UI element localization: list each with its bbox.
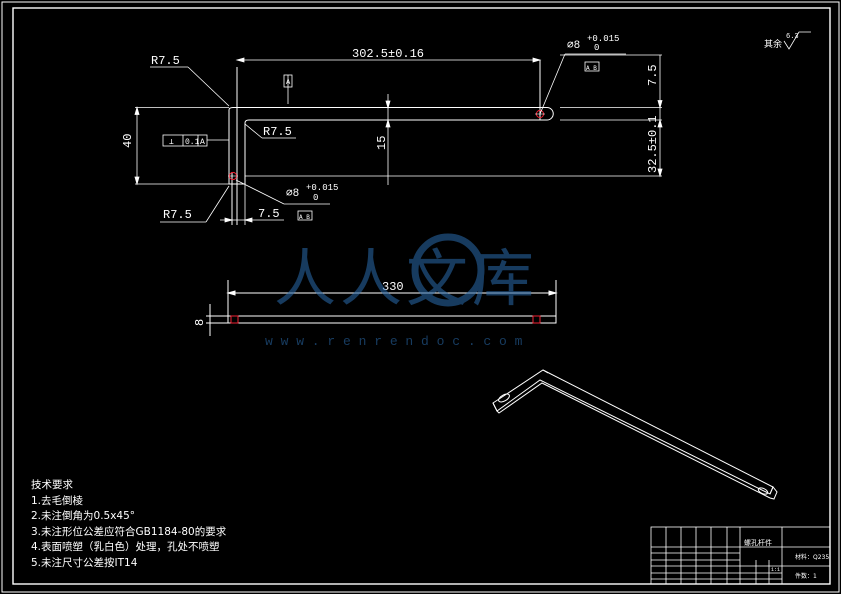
title-scale: 1:1 <box>771 567 780 573</box>
inner-frame <box>12 7 831 585</box>
dim-radius-mid: R7.5 <box>263 125 292 139</box>
dimension-texts: 302.5±0.16 R7.5 R7.5 R7.5 7.5 A ⌀8 +0.01… <box>121 34 660 222</box>
technical-requirements: 技术要求 1.去毛倒棱 2.未注倒角为0.5x45° 3.未注形位公差应符合GB… <box>31 478 226 572</box>
tech-req-item: 1.去毛倒棱 <box>31 494 84 507</box>
dim-flat-length: 330 <box>382 280 404 294</box>
tech-req-title: 技术要求 <box>31 479 73 491</box>
main-view <box>228 60 554 225</box>
dim-hole-left: ⌀8 <box>286 188 299 200</box>
dim-32-5-right: 32.5±0.1 <box>646 115 660 173</box>
dim-thickness: 8 <box>193 319 207 326</box>
surface-finish-label: 其余 <box>764 38 782 50</box>
flat-view <box>206 280 558 336</box>
datum-b-letter: A <box>286 79 291 87</box>
tech-req-item: 4.表面喷塑（乳白色）处理，孔处不喷塑 <box>31 541 220 554</box>
hole-tol-upper-right: +0.015 <box>587 34 619 44</box>
tech-req-item: 3.未注形位公差应符合GB1184-80的要求 <box>31 525 227 538</box>
dimension-lines <box>134 53 663 225</box>
hole-tol-upper-left: +0.015 <box>306 183 338 193</box>
watermark: 人人文库 w w w . r e n r e n d o c . c o m <box>265 233 538 349</box>
watermark-url: w w w . r e n r e n d o c . c o m <box>265 334 523 349</box>
tech-req-item: 2.未注倒角为0.5x45° <box>31 510 136 523</box>
isometric-view <box>492 369 778 500</box>
dim-overall-length: 302.5±0.16 <box>352 47 424 61</box>
dim-height: 40 <box>121 134 135 148</box>
title-part-name: 螺孔杆件 <box>744 538 772 547</box>
fcf-tolerance: 0.1 <box>185 138 200 147</box>
dim-7-5-bottom: 7.5 <box>258 207 280 221</box>
title-block-texts: 螺孔杆件 材料：Q235 1:1 件数：1 <box>744 538 829 580</box>
title-material: 材料：Q235 <box>795 553 829 561</box>
hole-tol-lower-right: 0 <box>594 43 599 53</box>
surface-finish-value: 6.3 <box>786 33 799 41</box>
dim-radius-bottom: R7.5 <box>163 208 192 222</box>
title-sheet: 件数：1 <box>795 572 817 580</box>
dim-hole-right: ⌀8 <box>567 40 580 52</box>
watermark-text: 人人文库 <box>274 242 538 315</box>
hole-tol-lower-left: 0 <box>313 193 318 203</box>
position-ref-left: A B <box>299 214 310 221</box>
fcf-datum: A <box>200 138 205 147</box>
title-block <box>650 526 831 585</box>
position-ref-right: A B <box>586 65 597 72</box>
surface-finish: 其余 6.3 <box>764 31 811 50</box>
dim-radius-top: R7.5 <box>151 54 180 68</box>
dim-15: 15 <box>375 136 389 150</box>
watermark-logo-ring <box>411 233 485 307</box>
tech-req-item: 5.未注尺寸公差按IT14 <box>31 556 138 569</box>
fcf-symbol: ⊥ <box>169 138 174 147</box>
dim-7-5-right: 7.5 <box>646 64 660 86</box>
